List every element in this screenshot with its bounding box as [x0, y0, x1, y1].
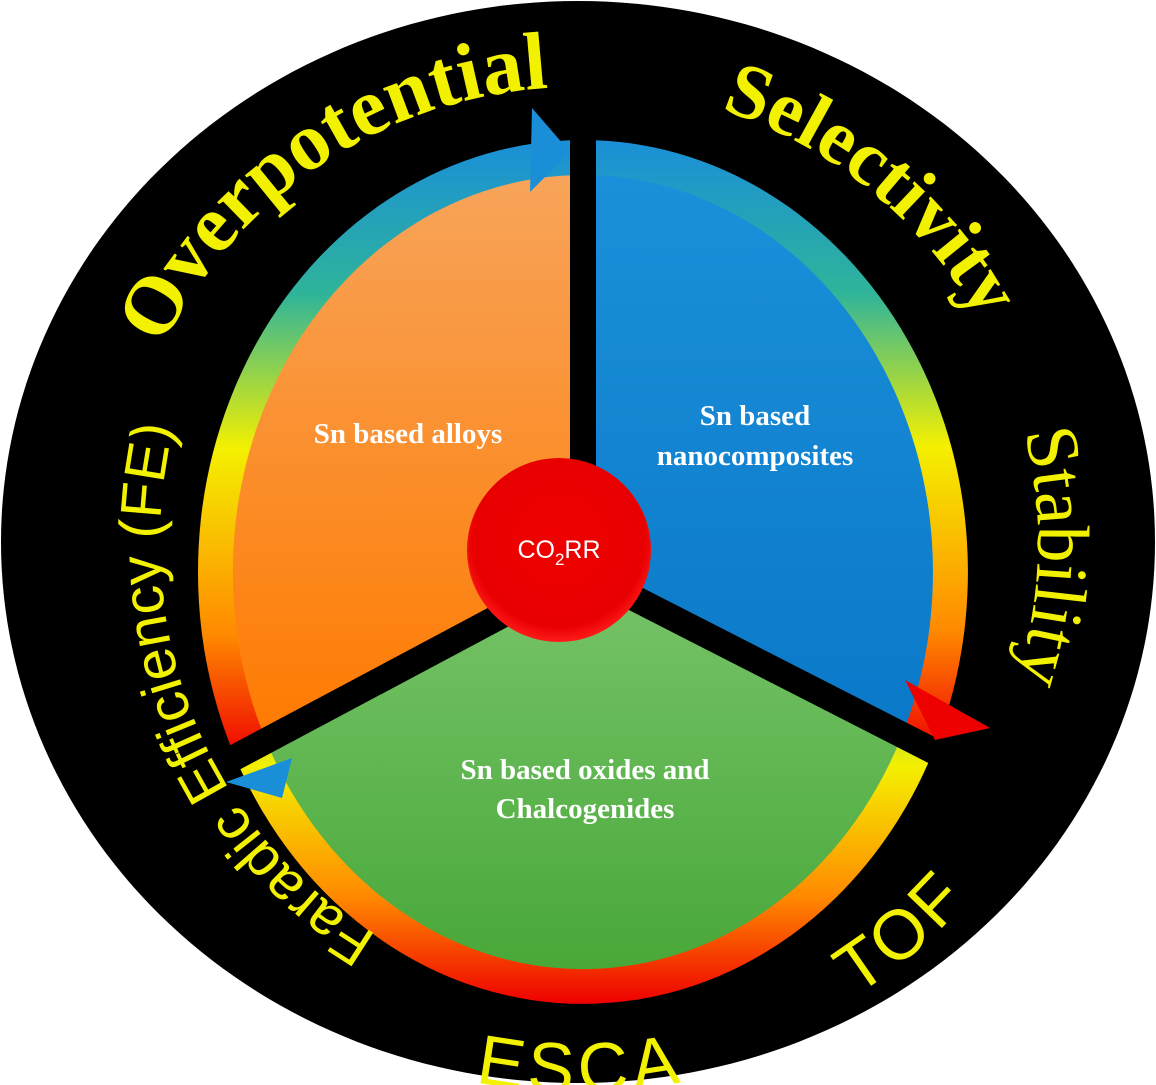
sector-nanocomposites — [583, 175, 933, 739]
center-label: CO2RR — [517, 536, 600, 569]
metric-esca: ESCA — [473, 1020, 684, 1085]
sector-oxides-label-line1: Sn based oxides and — [460, 754, 709, 786]
arrowhead-left-icon — [226, 758, 292, 798]
sector-nanocomposites-label-line2: nanocomposites — [657, 440, 854, 472]
sector-alloys-label: Sn based alloys — [314, 418, 503, 450]
center-co2rr-circle — [467, 458, 651, 642]
sector-nanocomposites-label-line1: Sn based — [700, 400, 810, 432]
sector-oxides — [267, 572, 901, 970]
arrowhead-top-icon — [530, 108, 570, 192]
arrowhead-right-icon — [905, 680, 990, 740]
sector-oxides-label-line2: Chalcogenides — [496, 793, 675, 825]
